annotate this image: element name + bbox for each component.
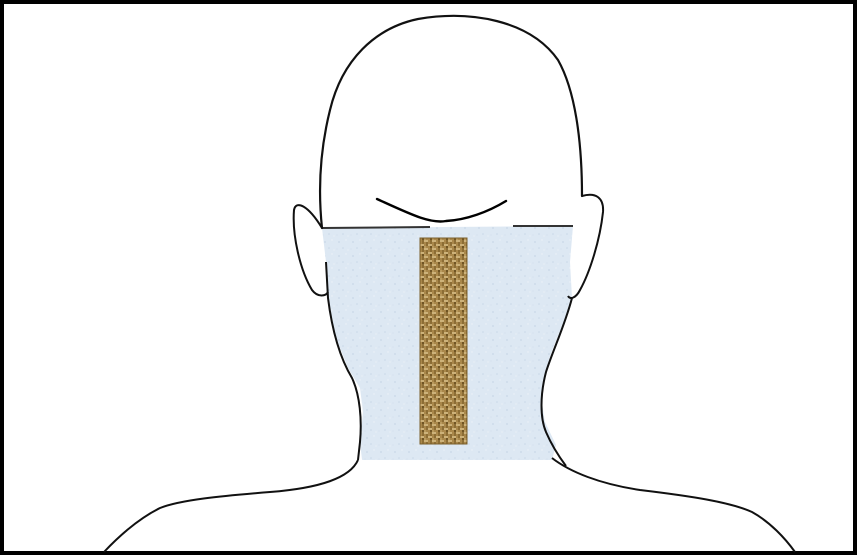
woven-strip xyxy=(420,238,467,444)
